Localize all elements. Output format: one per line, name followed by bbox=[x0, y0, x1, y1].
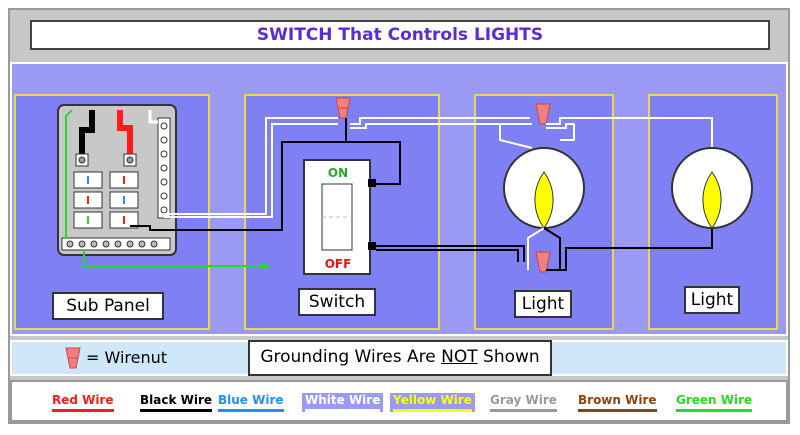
service-black-wire bbox=[79, 110, 95, 155]
wire-legend-black-label: Black Wire bbox=[140, 393, 213, 407]
service-red-wire bbox=[117, 110, 133, 155]
diagram-title: SWITCH That Controls LIGHTS bbox=[30, 20, 770, 50]
service-white-wire bbox=[148, 110, 158, 124]
wirenut-legend-text: = Wirenut bbox=[86, 348, 168, 367]
light1-bottom-wirenut-icon bbox=[535, 251, 551, 273]
wire-legend-green-label: Green Wire bbox=[676, 393, 753, 407]
black-hot-wire bbox=[130, 141, 346, 231]
wire-legend-brown-label: Brown Wire bbox=[578, 393, 657, 407]
wire-legend-yellow-label: Yellow Wire bbox=[393, 393, 472, 407]
white-neutral-wire bbox=[164, 117, 338, 215]
grounding-note-prefix: Grounding Wires Are bbox=[260, 347, 442, 367]
wire-legend-blue: Blue Wire bbox=[218, 393, 284, 412]
wire-legend-blue-label: Blue Wire bbox=[218, 393, 284, 407]
green-wire-out bbox=[83, 250, 262, 267]
light-1-label: Light bbox=[514, 290, 572, 318]
wire-legend-brown: Brown Wire bbox=[578, 393, 657, 412]
wire-legend-green: Green Wire bbox=[676, 393, 753, 412]
light-2-flame bbox=[702, 171, 722, 229]
service-green-wire bbox=[65, 109, 73, 238]
switched-leg-wire bbox=[376, 245, 525, 262]
wire-legend-gray: Gray Wire bbox=[490, 393, 557, 412]
wirenut-legend-icon bbox=[65, 347, 81, 369]
grounding-note: Grounding Wires Are NOT Shown bbox=[248, 340, 552, 376]
wire-legend-white-label: White Wire bbox=[305, 393, 381, 407]
grounding-note-emph: NOT bbox=[441, 347, 478, 367]
switch-on-label: ON bbox=[328, 166, 348, 180]
wire-legend-gray-label: Gray Wire bbox=[490, 393, 557, 407]
grounding-note-suffix: Shown bbox=[477, 347, 540, 367]
wire-legend-red: Red Wire bbox=[52, 393, 114, 412]
wire-legend-red-label: Red Wire bbox=[52, 393, 114, 407]
wire-legend-white: White Wire bbox=[302, 393, 384, 412]
light1-top-wirenut-icon bbox=[535, 103, 551, 125]
switch-off-label: OFF bbox=[325, 257, 352, 271]
wire-legend-black: Black Wire bbox=[140, 393, 213, 412]
switch-label: Switch bbox=[298, 288, 376, 316]
wire-color-legend bbox=[10, 380, 788, 422]
wire-legend-yellow: Yellow Wire bbox=[390, 393, 475, 412]
light-2-label: Light bbox=[684, 286, 740, 314]
sub-panel-label: Sub Panel bbox=[52, 292, 164, 320]
